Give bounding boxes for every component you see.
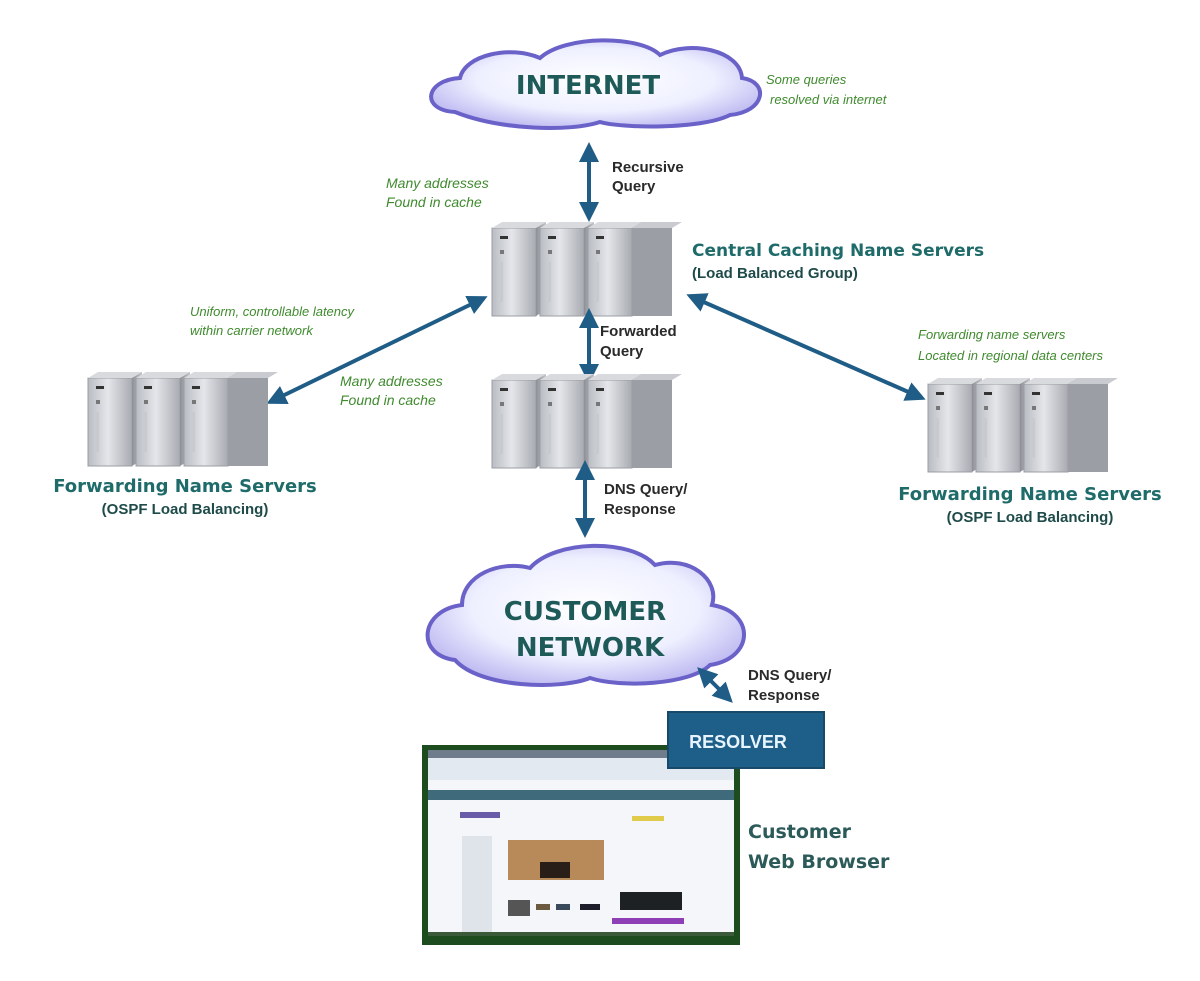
cache-note-mid-line2: Found in cache [340,392,436,408]
customer-network-cloud-shape [425,543,746,687]
resolver-box: RESOLVER [667,711,825,769]
site-logo [460,812,500,818]
forwarded-query-label-line1: Forwarded [600,323,677,340]
cache-note-mid-line1: Many addresses [340,373,443,389]
browser-caption-line1: Customer [748,821,852,843]
left-forwarding-title: Forwarding Name Servers [53,476,317,497]
thumbnail-1 [508,900,530,916]
internet-label: INTERNET [516,71,660,101]
dns-query-resolver-label-line2: Response [748,687,820,704]
left-forwarding-subtitle: (OSPF Load Balancing) [102,501,269,518]
recursive-query-label-line2: Query [612,178,656,195]
central-caching-subtitle: (Load Balanced Group) [692,265,858,282]
site-search-box [632,816,664,821]
browser-address-bar [428,758,734,780]
thumbnail-2 [536,904,550,910]
regional-note-line1: Forwarding name servers [918,327,1066,342]
right-forwarding-title: Forwarding Name Servers [898,484,1162,505]
internet-note-line1: Some queries [766,72,847,87]
internet-cloud: INTERNET [429,38,762,130]
car-image [620,892,682,910]
latency-note-line1: Uniform, controllable latency [190,304,356,319]
browser-title-bar [428,750,734,758]
recursive-query-label-line1: Recursive [612,159,684,176]
cache-note-top-line2: Found in cache [386,194,482,210]
latency-note-line2: within carrier network [190,323,314,338]
right-forwarding-servers [928,378,1118,472]
dns-query-center-label-line1: DNS Query/ [604,481,688,498]
internet-cloud-shape [429,38,762,130]
central-caching-title: Central Caching Name Servers [692,241,984,261]
customer-network-label-line1: CUSTOMER [504,597,666,627]
site-sidebar [462,836,492,932]
browser-caption-line2: Web Browser [748,851,890,873]
hero-image-shadow [540,862,570,878]
regional-note-line2: Located in regional data centers [918,348,1104,363]
dns-query-center-label-line2: Response [604,501,676,518]
central-to-right-forwarding-arrow [686,293,926,401]
right-forwarding-subtitle: (OSPF Load Balancing) [947,509,1114,526]
cache-note-top-line1: Many addresses [386,175,489,191]
internet-note-line2: resolved via internet [770,92,888,107]
left-forwarding-servers [88,372,278,466]
resolver-label: RESOLVER [689,732,787,752]
browser-status-bar [428,932,734,936]
customer-web-browser [422,745,740,945]
central-to-left-forwarding-arrow [266,295,488,405]
forwarded-query-label-line2: Query [600,343,644,360]
dns-query-arrow-resolver [697,667,733,703]
thumbnail-4 [580,904,600,910]
customer-network-label-line2: NETWORK [516,633,665,663]
center-forwarding-servers [492,374,682,468]
promo-banner [612,918,684,924]
customer-network-cloud: CUSTOMER NETWORK [425,543,746,687]
thumbnail-3 [556,904,570,910]
dns-query-resolver-label-line1: DNS Query/ [748,667,832,684]
browser-nav-bar [428,790,734,800]
central-caching-servers [492,222,682,316]
